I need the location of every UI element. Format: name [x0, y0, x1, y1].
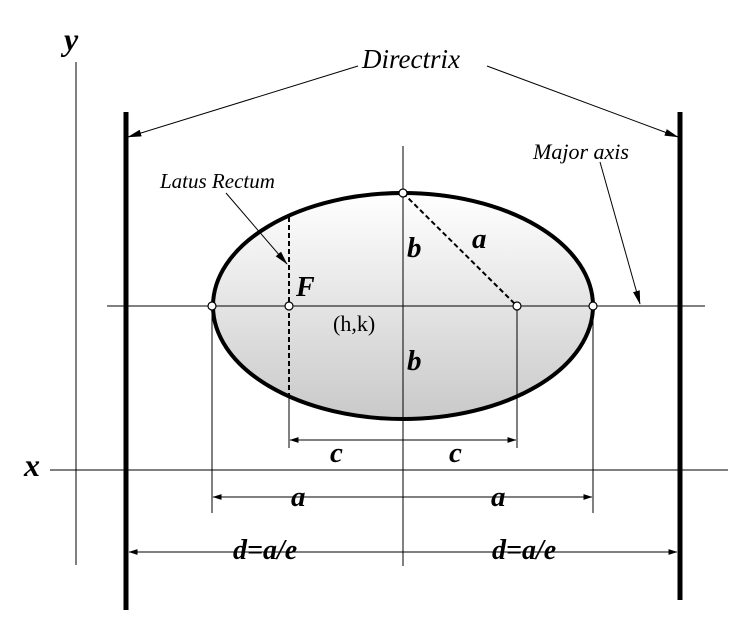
major-axis-label: Major axis	[532, 139, 629, 164]
major-axis-leader	[599, 161, 641, 305]
directrix-leader-right	[486, 65, 679, 138]
co-vertex-top-point	[398, 188, 408, 198]
directrix-label: Directrix	[361, 44, 460, 74]
latus-rectum-leader	[225, 192, 288, 265]
directrix-leader-left	[127, 65, 359, 138]
focus-right-point	[512, 301, 522, 311]
d-right-label: d=a/e	[492, 535, 556, 566]
c-right-label: c	[449, 437, 462, 469]
vertex-right-point	[588, 301, 598, 311]
a-diagonal-line	[402, 192, 518, 307]
x-axis-label: x	[23, 447, 40, 483]
b-upper-label: b	[407, 232, 422, 264]
d-left-label: d=a/e	[233, 535, 297, 566]
a-diagonal-label: a	[472, 223, 487, 255]
y-axis-label: y	[60, 21, 79, 57]
a-right-label: a	[491, 481, 506, 513]
center-label: (h,k)	[333, 311, 375, 336]
b-lower-label: b	[407, 345, 422, 377]
focus-left-point	[284, 301, 294, 311]
focus-label: F	[295, 272, 315, 303]
latus-rectum-label: Latus Rectum	[159, 169, 275, 193]
a-left-label: a	[291, 481, 306, 513]
c-left-label: c	[330, 437, 343, 469]
vertex-left-point	[207, 301, 217, 311]
